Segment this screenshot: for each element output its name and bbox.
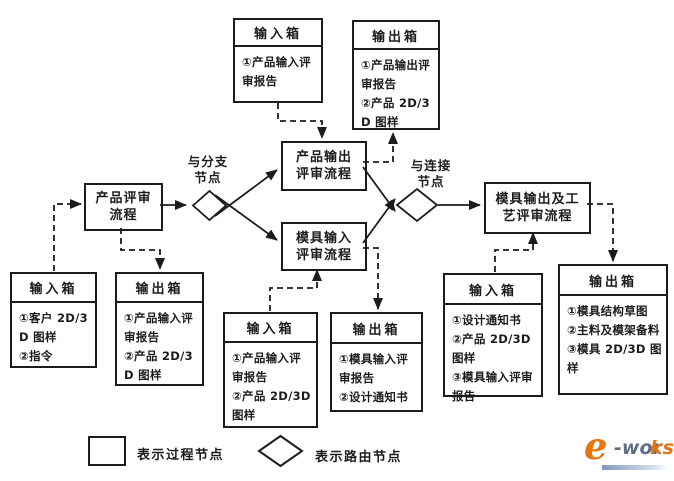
router-label-line: 与分支: [187, 154, 229, 169]
process-node-label-line: 艺评审流程: [502, 209, 573, 224]
io-box-title: 输出箱: [354, 22, 438, 50]
legend-router-label: 表示路由节点: [315, 450, 403, 465]
io-item: ②产品 2D/3D 图样: [124, 349, 193, 382]
io-box-title: 输入箱: [235, 20, 321, 47]
io-item: ②指令: [19, 349, 53, 363]
io-box-output-far-right: 输出箱 ①模具结构草图 ②主料及模架备料 ③模具 2D/3D 图样: [558, 264, 668, 395]
io-box-input-middle: 输入箱 ①产品输入评审报告 ②产品 2D/3D 图样: [223, 312, 318, 428]
io-box-items: ①产品输入评审报告: [235, 47, 321, 91]
io-box-items: ①产品输入评审报告 ②产品 2D/3D 图样: [225, 343, 316, 425]
process-node-product-output-review: 产品输出 评审流程: [281, 141, 367, 191]
arrow-product-review-to-output-left: [120, 228, 165, 270]
arrow-branch-to-mold-input: [214, 194, 278, 241]
io-item: ①产品输入评审报告: [242, 55, 312, 88]
process-node-mold-output-craft-review: 模具输出及工 艺评审流程: [484, 182, 591, 234]
io-box-output-top: 输出箱 ①产品输出评审报告 ②产品 2D/3D 图样: [352, 20, 440, 130]
io-box-input-far-left: 输入箱 ①客户 2D/3D 图样 ②指令: [10, 272, 97, 368]
io-item: ①产品输入评审报告: [232, 351, 302, 384]
process-node-product-review: 产品评审 流程: [84, 183, 163, 231]
arrow-product-output-to-output-top: [363, 132, 398, 163]
io-box-input-right: 输入箱 ①设计通知书 ②产品 2D/3D 图样 ③模具输入评审报告: [443, 273, 543, 403]
process-node-label-line: 产品输出: [295, 150, 352, 165]
eworks-logo: e -wor ks: [584, 424, 674, 478]
io-item: ②产品 2D/3D 图样: [361, 96, 430, 129]
router-diamond-branch: [191, 189, 228, 222]
eworks-logo-e: e: [584, 424, 608, 468]
io-box-output-middle: 输出箱 ①模具输入评审报告 ②设计通知书: [330, 312, 423, 412]
io-item: ③模具输入评审报告: [452, 370, 533, 403]
arrow-input-right-to-mold-output: [494, 232, 538, 272]
router-label-line: 与连接: [410, 158, 452, 173]
router-label-and-branch: 与分支 节点: [177, 154, 239, 186]
io-item: ①产品输入评审报告: [124, 311, 194, 344]
eworks-logo-text-gray: -wor: [614, 437, 662, 459]
io-box-items: ①客户 2D/3D 图样 ②指令: [12, 303, 95, 366]
router-label-line: 节点: [417, 174, 445, 189]
io-box-title: 输出箱: [560, 266, 666, 296]
arrow-product-output-to-connect: [362, 166, 396, 212]
router-diamond-connect: [395, 187, 439, 223]
io-box-title: 输入箱: [445, 275, 541, 305]
arrow-input-far-left-to-product-review: [53, 199, 82, 271]
io-item: ②产品 2D/3D 图样: [232, 389, 311, 422]
io-box-items: ①模具结构草图 ②主料及模架备料 ③模具 2D/3D 图样: [560, 296, 666, 378]
io-item: ③模具 2D/3D 图样: [567, 342, 662, 375]
process-node-label-line: 模具输出及工: [495, 192, 580, 207]
io-item: ①模具输入评审报告: [339, 352, 409, 385]
arrow-input-top-to-product-output: [277, 103, 327, 139]
io-box-items: ①模具输入评审报告 ②设计通知书: [332, 344, 421, 407]
io-item: ②主料及模架备料: [567, 323, 660, 337]
router-label-line: 节点: [194, 170, 222, 185]
eworks-logo-underline-bar: [602, 465, 668, 470]
process-node-label-line: 产品评审: [95, 191, 152, 206]
io-box-input-top: 输入箱 ①产品输入评审报告: [233, 18, 323, 103]
io-box-title: 输出箱: [117, 274, 202, 303]
process-node-label-line: 模具输入: [295, 230, 352, 246]
process-node-mold-input-review: 模具输入 评审流程: [281, 222, 367, 271]
io-item: ①客户 2D/3D 图样: [19, 311, 88, 344]
io-item: ②产品 2D/3D 图样: [452, 332, 531, 365]
io-box-title: 输入箱: [12, 274, 95, 303]
process-node-label-line: 流程: [109, 208, 138, 223]
io-item: ②设计通知书: [339, 390, 409, 404]
io-box-items: ①设计通知书 ②产品 2D/3D 图样 ③模具输入评审报告: [445, 305, 541, 406]
io-box-output-left: 输出箱 ①产品输入评审报告 ②产品 2D/3D 图样: [115, 272, 204, 386]
router-label-and-connect: 与连接 节点: [400, 158, 462, 190]
process-node-label-line: 评审流程: [295, 167, 352, 182]
legend-process-shape: [88, 436, 126, 466]
io-box-title: 输出箱: [332, 314, 421, 344]
io-item: ①产品输出评审报告: [361, 58, 431, 91]
io-box-items: ①产品输入评审报告 ②产品 2D/3D 图样: [117, 303, 202, 385]
arrow-input-middle-to-mold-input: [269, 269, 322, 311]
io-box-items: ①产品输出评审报告 ②产品 2D/3D 图样: [354, 50, 438, 132]
legend-process-label: 表示过程节点: [137, 448, 225, 463]
eworks-logo-text-orange: ks: [650, 437, 674, 459]
legend-router-shape: [257, 434, 304, 468]
io-item: ①设计通知书: [452, 313, 522, 327]
io-box-title: 输入箱: [225, 314, 316, 343]
io-item: ①模具结构草图: [567, 304, 648, 318]
arrow-mold-input-to-connect: [362, 198, 396, 244]
process-node-label-line: 评审流程: [295, 247, 352, 263]
